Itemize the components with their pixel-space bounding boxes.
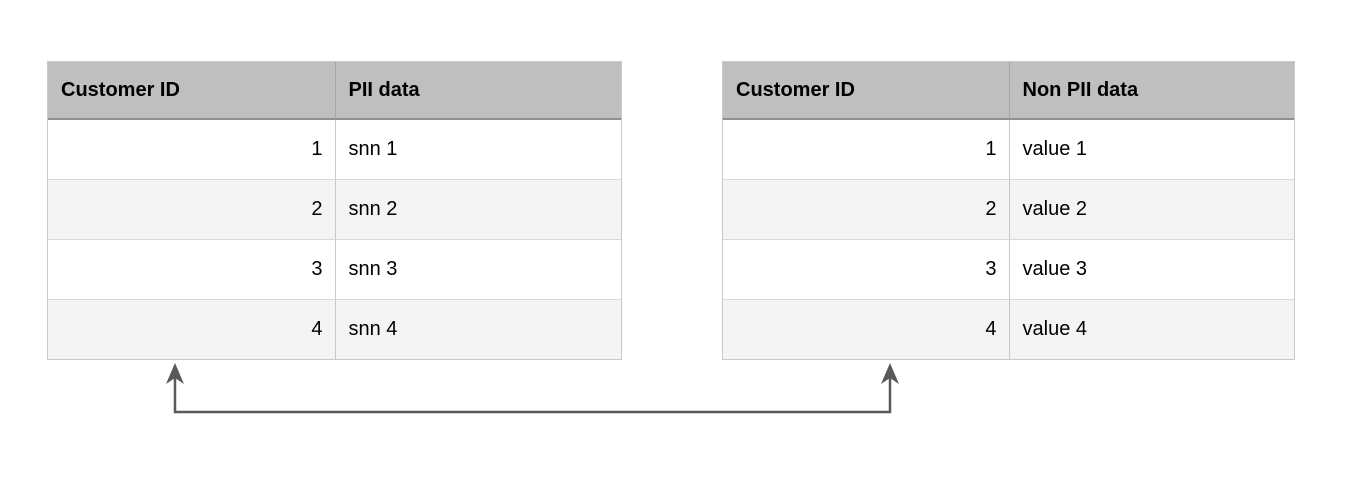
- cell-customer-id: 2: [48, 179, 335, 239]
- pii-column-header-customer-id: Customer ID: [48, 62, 335, 120]
- cell-customer-id: 2: [723, 179, 1009, 239]
- table-row: 4 snn 4: [48, 299, 621, 359]
- table-row: 2 value 2: [723, 179, 1294, 239]
- arrowhead-up-icon: [166, 363, 184, 384]
- cell-non-pii-data: value 2: [1008, 179, 1294, 239]
- table-row: 4 value 4: [723, 299, 1294, 359]
- cell-customer-id: 1: [723, 120, 1009, 179]
- link-arrow-line: [173, 377, 892, 414]
- cell-customer-id: 1: [48, 120, 335, 179]
- pii-column-header-pii-data: PII data: [334, 62, 621, 120]
- cell-customer-id: 4: [723, 299, 1009, 359]
- table-row: 2 snn 2: [48, 179, 621, 239]
- cell-customer-id: 4: [48, 299, 335, 359]
- cell-customer-id: 3: [48, 239, 335, 299]
- table-row: 3 snn 3: [48, 239, 621, 299]
- cell-pii-data: snn 2: [334, 179, 621, 239]
- non-pii-column-header-non-pii-data: Non PII data: [1008, 62, 1294, 120]
- cell-pii-data: snn 3: [334, 239, 621, 299]
- cell-non-pii-data: value 1: [1008, 120, 1294, 179]
- arrowhead-up-icon: [881, 363, 899, 384]
- table-row: 1 snn 1: [48, 120, 621, 179]
- table-row: 1 value 1: [723, 120, 1294, 179]
- non-pii-table-header-row: Customer ID Non PII data: [723, 62, 1294, 120]
- non-pii-column-header-customer-id: Customer ID: [723, 62, 1009, 120]
- cell-pii-data: snn 4: [334, 299, 621, 359]
- cell-pii-data: snn 1: [334, 120, 621, 179]
- non-pii-table: Customer ID Non PII data 1 value 1 2 val…: [722, 61, 1295, 360]
- cell-customer-id: 3: [723, 239, 1009, 299]
- table-row: 3 value 3: [723, 239, 1294, 299]
- pii-table-header-row: Customer ID PII data: [48, 62, 621, 120]
- cell-non-pii-data: value 4: [1008, 299, 1294, 359]
- cell-non-pii-data: value 3: [1008, 239, 1294, 299]
- pii-table: Customer ID PII data 1 snn 1 2 snn 2 3 s…: [47, 61, 622, 360]
